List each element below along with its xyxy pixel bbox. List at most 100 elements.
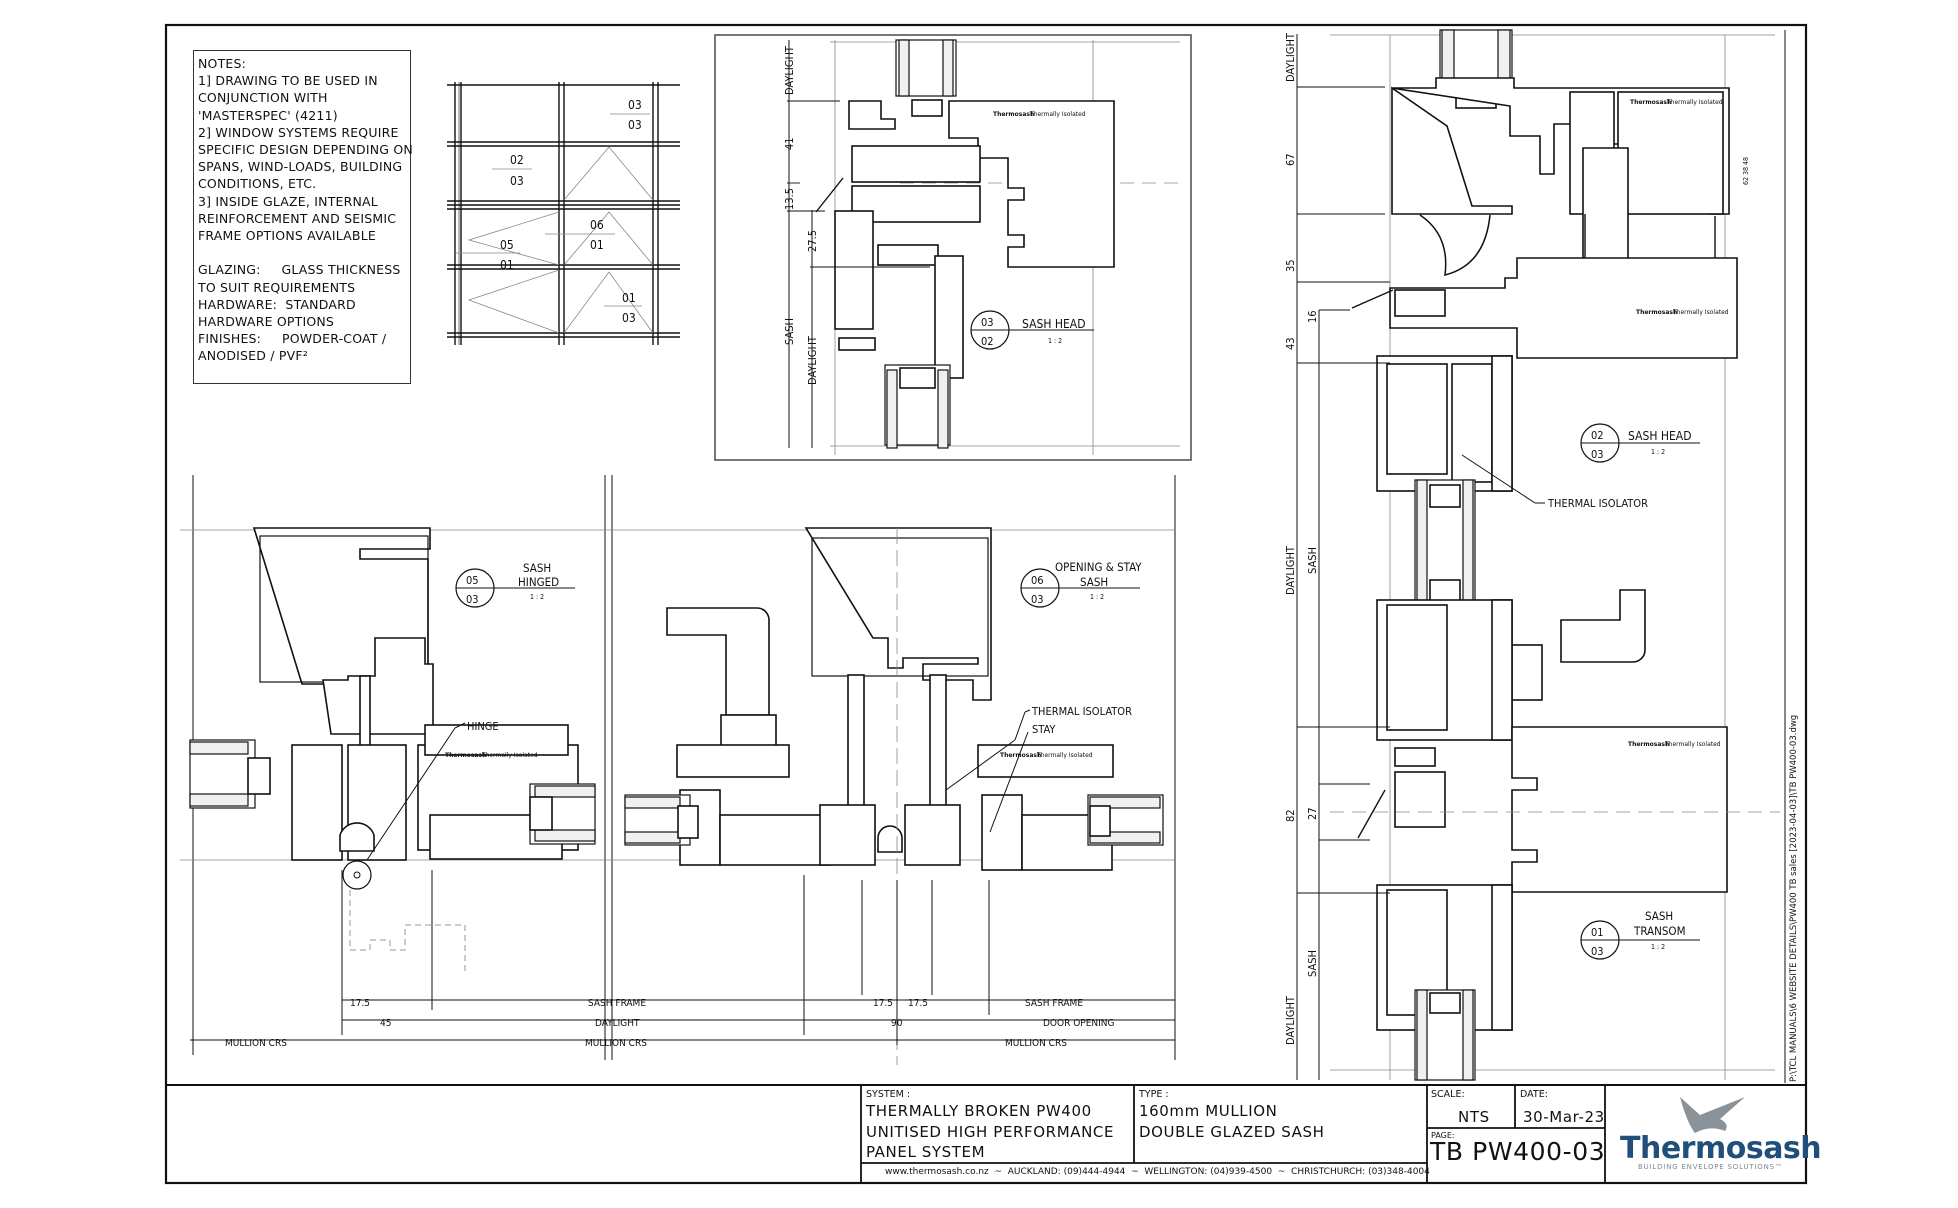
brand-label: Thermosash — [1630, 99, 1671, 106]
brand-label: Thermosash — [445, 752, 486, 759]
elevation-key-diagram — [447, 82, 680, 345]
detail-title: SASH — [523, 561, 551, 575]
dim-label: SASH FRAME — [1025, 998, 1083, 1009]
dim-label: SASH — [1306, 547, 1319, 574]
detail-title: SASH — [1645, 909, 1673, 923]
dim-label: 90 — [891, 1018, 903, 1029]
dim-label: 13.5 — [783, 188, 796, 210]
dim-label: 17.5 — [350, 998, 370, 1009]
detail-scale: 1 : 2 — [1090, 593, 1104, 601]
detail-title: TRANSOM — [1633, 924, 1686, 938]
note-line: SPANS, WIND-LOADS, BUILDING — [198, 159, 403, 175]
note-line: 3] INSIDE GLAZE, INTERNAL — [198, 193, 378, 209]
detail-number: 02 — [1591, 429, 1604, 442]
note-line: TO SUIT REQUIREMENTS — [198, 279, 356, 295]
detail-scale: 1 : 2 — [1651, 943, 1665, 951]
dim-label: MULLION CRS — [225, 1038, 287, 1049]
detail-scale: 1 : 2 — [530, 593, 544, 601]
tag-bottom: 01 — [500, 258, 514, 272]
detail-sash-head-small — [714, 34, 1192, 461]
note-line: SPECIFIC DESIGN DEPENDING ON — [198, 142, 413, 158]
dim-label: 27 — [1306, 807, 1319, 820]
sash-head-large-labels: 02 03 SASH HEAD 1 : 2 THERMAL ISOLATOR 6… — [1547, 157, 1750, 510]
dim-label: 27.5 — [806, 230, 819, 252]
sheet-number: 03 — [466, 593, 479, 606]
dim-label: 45 — [380, 1018, 391, 1029]
sheet-number: 03 — [1031, 593, 1044, 606]
opening-stay-labels: 06 03 OPENING & STAY SASH 1 : 2 THERMAL … — [1031, 560, 1142, 736]
detail-hinged-and-stay-sash — [180, 475, 1176, 1065]
notes-heading: NOTES: — [198, 56, 247, 71]
vertical-dimension-labels: DAYLIGHT 67 35 43 DAYLIGHT 82 DAYLIGHT 1… — [1284, 32, 1319, 1045]
dim-label: SASH FRAME — [588, 998, 646, 1009]
sash-head-small-labels: DAYLIGHT 41 13.5 27.5 SASH DAYLIGHT 03 0… — [783, 45, 1086, 385]
dim-label: DAYLIGHT — [1284, 545, 1297, 595]
note-line: HARDWARE: STANDARD — [198, 296, 356, 312]
note-line: 2] WINDOW SYSTEMS REQUIRE — [198, 124, 399, 140]
callout-hinge: HINGE — [467, 720, 499, 733]
scale-label: SCALE: — [1431, 1089, 1465, 1100]
detail-scale: 1 : 2 — [1048, 337, 1062, 345]
brand-label: Thermally Isolated — [1029, 111, 1086, 118]
callout-stay: STAY — [1032, 723, 1056, 736]
brand-label: Thermally Isolated — [1666, 99, 1723, 106]
elevation-key-tags: 03 03 02 03 06 01 05 01 01 03 — [500, 98, 642, 325]
detail-title: OPENING & STAY — [1055, 560, 1142, 574]
detail-number: 03 — [981, 316, 994, 329]
tag-top: 06 — [590, 218, 604, 232]
tag-bottom: 03 — [622, 311, 636, 325]
note-line: FRAME OPTIONS AVAILABLE — [198, 228, 376, 244]
dim-label: 82 — [1284, 809, 1297, 822]
detail-sash-head-and-transom — [1296, 29, 1786, 1083]
dim-label: DAYLIGHT — [783, 45, 796, 95]
note-line: CONJUNCTION WITH — [198, 90, 328, 106]
detail-title: SASH — [1080, 575, 1108, 589]
dim-label: 16 — [1306, 310, 1319, 323]
sheet-border — [164, 23, 1808, 1185]
sheet-number: 03 — [1591, 945, 1604, 958]
type-label: TYPE : — [1139, 1089, 1169, 1100]
dim-label: DOOR OPENING — [1043, 1018, 1114, 1029]
tag-bottom: 01 — [590, 238, 604, 252]
callout-thermal-isolator: THERMAL ISOLATOR — [1031, 705, 1132, 718]
sheet-number: 03 — [1591, 448, 1604, 461]
profile-brand-labels: Thermosash Thermally Isolated Thermosash… — [445, 99, 1729, 759]
note-line: HARDWARE OPTIONS — [198, 314, 335, 330]
note-line: CONDITIONS, ETC. — [198, 176, 317, 192]
scale-value: NTS — [1458, 1108, 1490, 1126]
dim-label: MULLION CRS — [1005, 1038, 1067, 1049]
detail-number: 01 — [1591, 926, 1604, 939]
brand-label: Thermosash — [993, 111, 1034, 118]
thermosash-bird-icon — [1680, 1097, 1745, 1133]
page-value: TB PW400-03 — [1430, 1137, 1606, 1166]
detail-number: 05 — [466, 574, 479, 587]
tag-bottom: 03 — [628, 118, 642, 132]
dim-label: 17.5 — [908, 998, 928, 1009]
note-line: REINFORCEMENT AND SEISMIC — [198, 210, 397, 226]
dim-label: 43 — [1284, 337, 1297, 350]
tag-bottom: 03 — [510, 174, 524, 188]
dim-label: 67 — [1284, 153, 1297, 166]
brand-label: Thermosash — [1636, 309, 1677, 316]
title-block-frame — [860, 1085, 1606, 1183]
note-line — [198, 244, 406, 261]
note-line: GLAZING: GLASS THICKNESS — [198, 262, 401, 278]
notes-box: NOTES: 1] DRAWING TO BE USED IN CONJUNCT… — [193, 50, 413, 384]
dim-label: DAYLIGHT — [1284, 995, 1297, 1045]
dim-label: 62 38 48 — [1742, 157, 1750, 185]
dim-label: DAYLIGHT — [595, 1018, 640, 1029]
detail-title: SASH HEAD — [1628, 429, 1692, 443]
brand-label: Thermally Isolated — [1036, 752, 1093, 759]
page-label: PAGE: — [1431, 1131, 1455, 1140]
note-line: 1] DRAWING TO BE USED IN — [198, 73, 378, 89]
detail-title: HINGED — [518, 575, 559, 589]
tag-top: 05 — [500, 238, 514, 252]
company-tagline: BUILDING ENVELOPE SOLUTIONS™ — [1638, 1163, 1783, 1171]
horizontal-dimension-labels: 17.5 SASH FRAME 17.5 17.5 SASH FRAME 45 … — [225, 998, 1114, 1049]
brand-label: Thermally Isolated — [1664, 741, 1721, 748]
system-label: SYSTEM : — [866, 1089, 911, 1100]
dim-label: 41 — [783, 137, 796, 150]
sash-transom-labels: 01 03 SASH TRANSOM 1 : 2 — [1591, 909, 1686, 958]
brand-label: Thermosash — [1000, 752, 1041, 759]
dim-label: DAYLIGHT — [806, 335, 819, 385]
